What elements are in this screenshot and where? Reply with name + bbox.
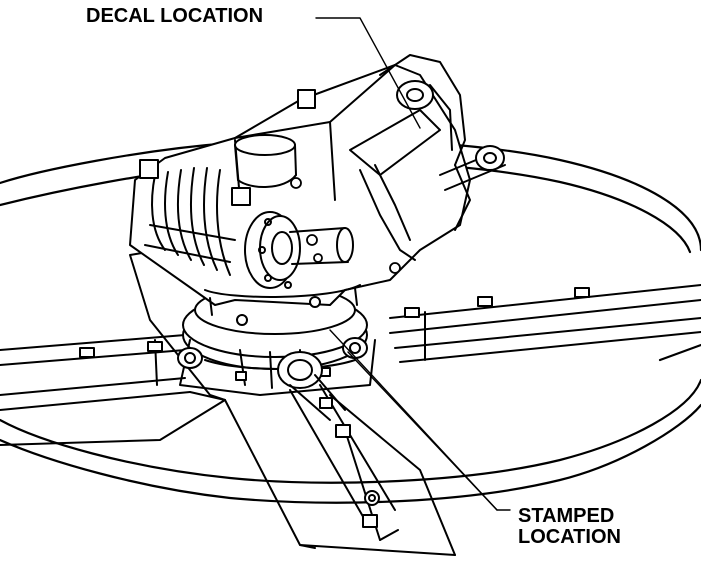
left-blade-plate xyxy=(129,249,226,401)
decal-leader xyxy=(315,17,421,129)
stamped-leader-branch xyxy=(347,351,498,511)
right-blade-arm xyxy=(389,284,701,363)
decal-location-label: DECAL LOCATION xyxy=(86,5,264,27)
stamped-label-line1: STAMPED xyxy=(518,505,615,527)
front-coupling xyxy=(277,351,351,438)
stamped-location-label: STAMPED LOCATION xyxy=(518,506,621,548)
fasteners xyxy=(290,177,401,274)
input-flange xyxy=(244,211,354,289)
front-blade-arm xyxy=(224,384,456,556)
leader-lines xyxy=(315,17,511,511)
lower-housing xyxy=(204,284,361,326)
stamped-label-line2: LOCATION xyxy=(518,526,621,548)
right-linkage xyxy=(439,145,506,231)
left-blade-arm xyxy=(0,334,226,446)
cooling-fins xyxy=(144,167,236,276)
